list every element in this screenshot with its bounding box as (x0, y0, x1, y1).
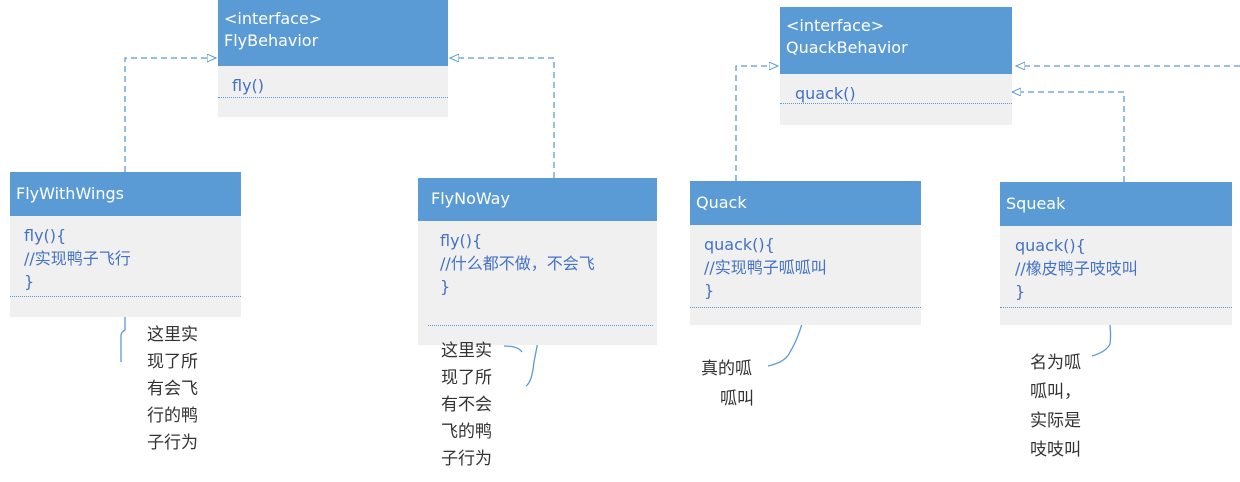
quack-note: 真的呱 呱叫 (701, 354, 771, 414)
quack-code-line-2: //实现鸭子呱呱叫 (704, 258, 827, 277)
squeak-note-line-1: 名为呱 (1030, 353, 1081, 373)
realization-squeak-to-quackbehavior (1012, 92, 1125, 182)
realization-flywithwings-to-flybehavior (124, 58, 216, 172)
squeak-header: Squeak (1000, 182, 1232, 226)
quack-header: Quack (690, 181, 921, 225)
fly-no-way-methods: fly(){ //什么都不做，不会飞 } (418, 221, 657, 345)
squeak-code-line-2: //橡皮鸭子吱吱叫 (1015, 259, 1138, 278)
fly-with-wings-methods: fly(){ //实现鸭子飞行 } (10, 216, 241, 317)
fly-with-wings-header: FlyWithWings (10, 172, 241, 216)
squeak-code-line-3: } (1015, 282, 1026, 301)
fly-with-wings-note-line-2: 现了所 (147, 352, 198, 372)
fly-no-way-name: FlyNoWay (431, 189, 510, 208)
quack-code-line-3: } (704, 281, 715, 300)
fly-no-way-code-line-2: //什么都不做，不会飞 (440, 254, 595, 273)
fly-behavior-interface: <interface> FlyBehavior fly() (218, 0, 448, 117)
fly-no-way-divider (428, 325, 653, 326)
quack-methods: quack(){ //实现鸭子呱呱叫 } (690, 225, 921, 325)
squeak-name: Squeak (1006, 194, 1066, 213)
fly-with-wings-note-line-1: 这里实 (147, 325, 198, 345)
fly-no-way-note-line-3: 有不会 (441, 395, 492, 415)
fly-with-wings-divider (10, 296, 241, 297)
realization-flynoway-to-flybehavior (450, 58, 555, 178)
fly-no-way-note-line-2: 现了所 (441, 368, 492, 388)
note-bracket-flywithwings (120, 298, 126, 362)
quack-behavior-methods: quack() (780, 74, 1012, 125)
fly-no-way-note-line-1: 这里实 (441, 341, 492, 361)
fly-with-wings-note-line-4: 行的鸭 (147, 406, 198, 426)
fly-with-wings-code-line-3: } (24, 272, 35, 291)
quack-note-line-2: 呱叫 (720, 389, 754, 409)
fly-with-wings-note-line-3: 有会飞 (147, 379, 198, 399)
fly-with-wings-class: FlyWithWings fly(){ //实现鸭子飞行 } (10, 172, 241, 317)
quack-behavior-method: quack() (795, 84, 856, 103)
fly-with-wings-code-line-2: //实现鸭子飞行 (24, 249, 131, 268)
quack-behavior-name: QuackBehavior (786, 38, 908, 57)
fly-no-way-code-line-3: } (440, 277, 451, 296)
squeak-note-line-4: 吱吱叫 (1030, 440, 1081, 460)
quack-behavior-stereotype: <interface> (786, 16, 885, 35)
realization-quack-to-quackbehavior (735, 66, 778, 181)
fly-with-wings-code-line-1: fly(){ (24, 226, 67, 245)
squeak-class: Squeak quack(){ //橡皮鸭子吱吱叫 } (1000, 182, 1232, 325)
fly-behavior-methods: fly() (218, 66, 448, 117)
fly-with-wings-name: FlyWithWings (16, 184, 124, 203)
fly-no-way-header: FlyNoWay (418, 178, 657, 221)
fly-behavior-header: <interface> FlyBehavior (218, 0, 448, 66)
quack-divider (690, 307, 921, 308)
fly-no-way-note: 这里实 现了所 有不会 飞的鸭 子行为 (441, 338, 511, 473)
quack-behavior-interface: <interface> QuackBehavior quack() (780, 7, 1012, 125)
fly-behavior-divider (218, 97, 448, 98)
squeak-methods: quack(){ //橡皮鸭子吱吱叫 } (1000, 226, 1232, 325)
quack-behavior-divider (780, 103, 1012, 104)
quack-behavior-header: <interface> QuackBehavior (780, 7, 1012, 74)
fly-no-way-note-line-4: 飞的鸭 (441, 422, 492, 442)
squeak-note-line-2: 呱叫， (1030, 382, 1081, 402)
squeak-divider (1000, 307, 1232, 308)
fly-with-wings-note: 这里实 现了所 有会飞 行的鸭 子行为 (147, 322, 217, 457)
fly-behavior-method: fly() (232, 76, 265, 95)
fly-no-way-class: FlyNoWay fly(){ //什么都不做，不会飞 } (418, 178, 657, 345)
quack-note-line-1: 真的呱 (701, 359, 752, 379)
squeak-code-line-1: quack(){ (1015, 236, 1086, 255)
fly-no-way-note-line-5: 子行为 (441, 449, 492, 469)
squeak-note-line-3: 实际是 (1030, 411, 1081, 431)
fly-behavior-name: FlyBehavior (224, 31, 319, 50)
squeak-note: 名为呱 呱叫， 实际是 吱吱叫 (1030, 349, 1100, 465)
fly-behavior-stereotype: <interface> (224, 9, 323, 28)
quack-name: Quack (696, 193, 747, 212)
quack-class: Quack quack(){ //实现鸭子呱呱叫 } (690, 181, 921, 325)
note-bracket-flynoway (503, 325, 542, 387)
fly-with-wings-note-line-5: 子行为 (147, 433, 198, 453)
quack-code-line-1: quack(){ (704, 235, 775, 254)
fly-no-way-code-line-1: fly(){ (440, 231, 483, 250)
